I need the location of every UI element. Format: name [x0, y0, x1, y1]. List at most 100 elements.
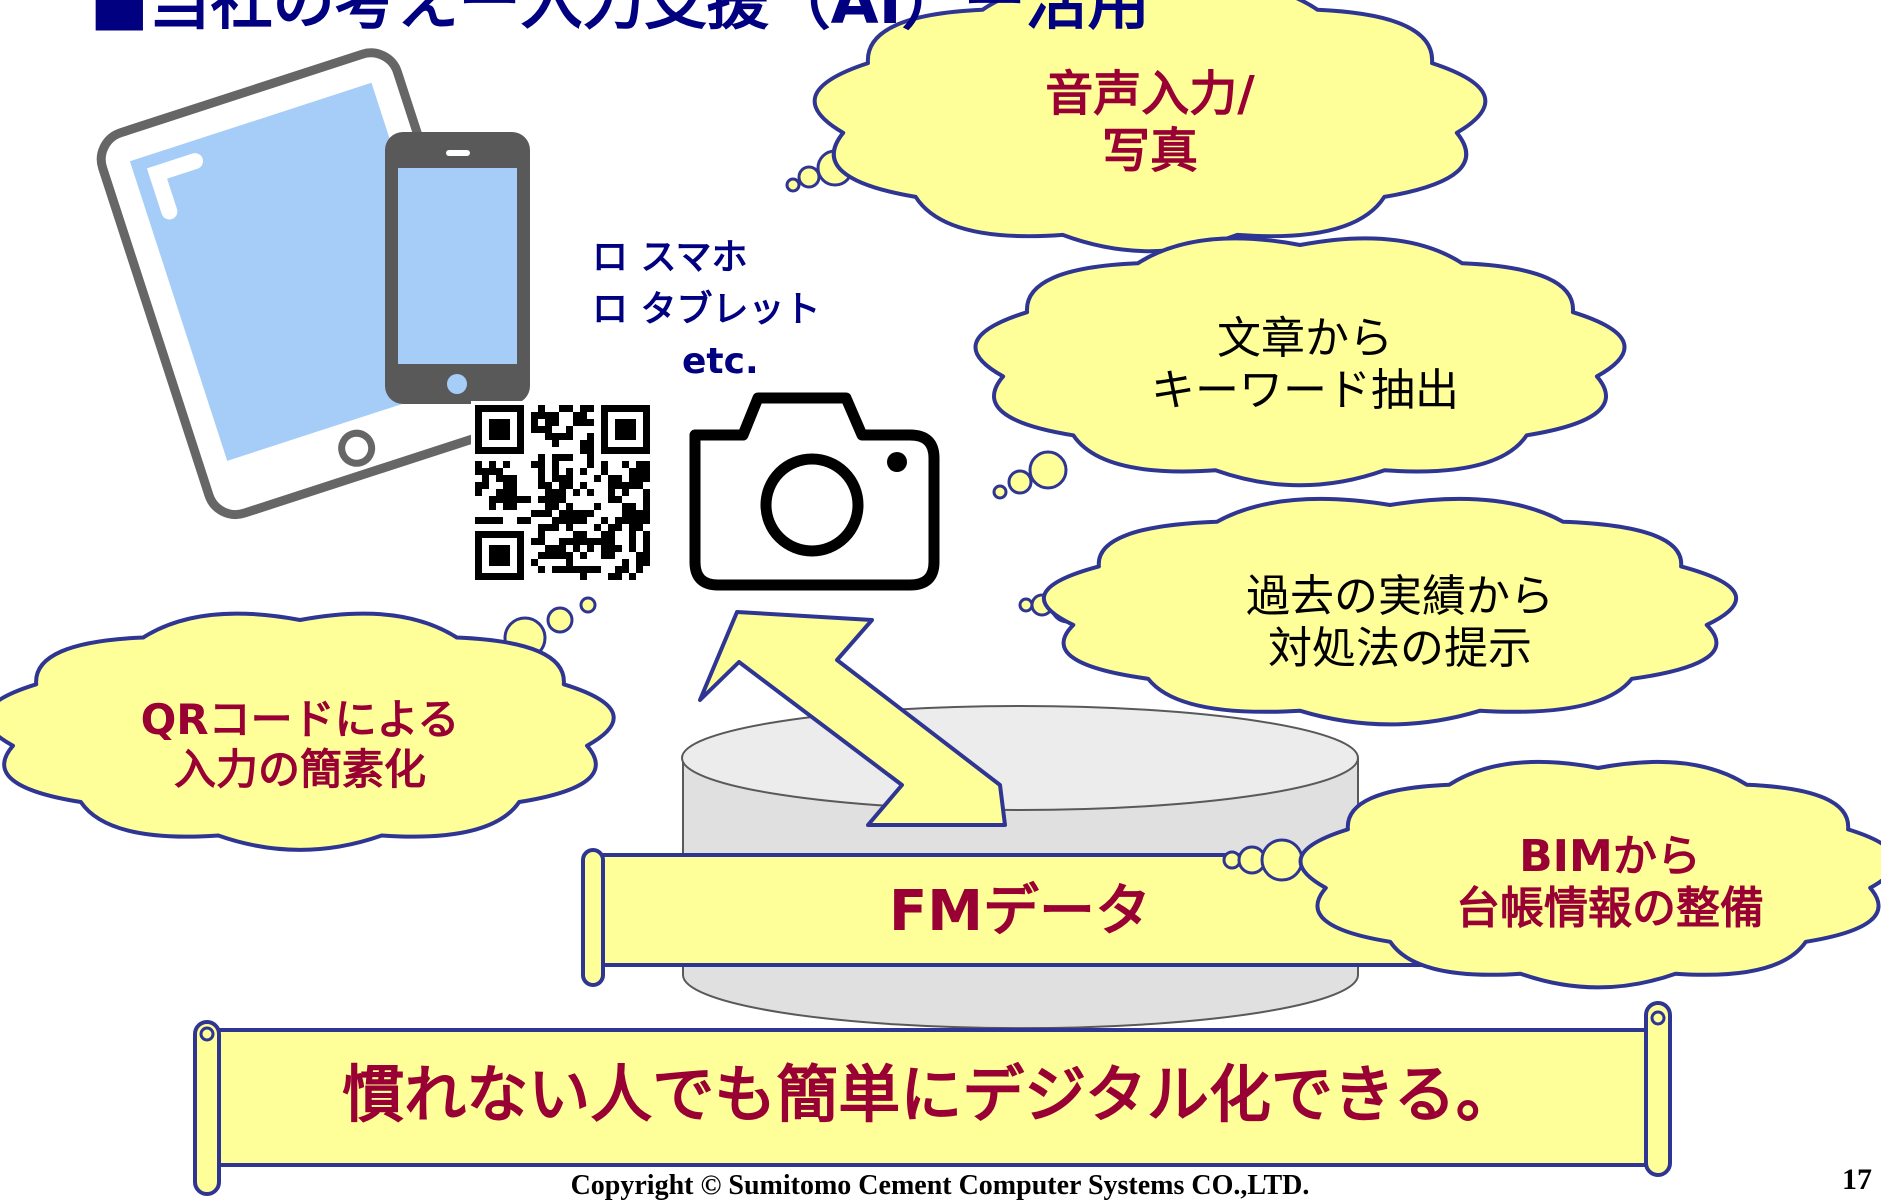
qr-module: [580, 573, 587, 580]
qr-module: [503, 482, 510, 489]
qr-module: [538, 496, 545, 503]
device-smartphone: ロ スマホ: [592, 237, 748, 278]
qr-module: [643, 545, 650, 552]
qr-module: [531, 412, 538, 419]
qr-module: [538, 405, 545, 412]
qr-module: [538, 531, 545, 538]
qr-module: [573, 566, 580, 573]
qr-module: [580, 566, 587, 573]
qr-module: [636, 510, 643, 517]
qr-module: [503, 461, 510, 468]
qr-module: [636, 552, 643, 559]
qr-module: [587, 440, 594, 447]
qr-module: [629, 482, 636, 489]
qr-module: [559, 454, 566, 461]
qr-module: [643, 503, 650, 510]
qr-module: [538, 510, 545, 517]
qr-module: [538, 426, 545, 433]
qr-module: [629, 545, 636, 552]
qr-module: [608, 482, 615, 489]
qr-module: [496, 496, 503, 503]
qr-module: [489, 419, 510, 440]
cloud-past-results: [1018, 496, 1739, 727]
qr-module: [580, 482, 587, 489]
cloud-bim: [1222, 759, 1881, 990]
slide-title: ■当社の考えー入力支援（AI）ー活用: [90, 0, 1150, 38]
qr-module: [503, 475, 510, 482]
qr-module: [643, 531, 650, 538]
qr-module: [489, 461, 496, 468]
qr-module: [510, 503, 517, 510]
qr-module: [601, 531, 608, 538]
cloud-past-results-text: 過去の実績から 対処法の提示: [1160, 558, 1640, 688]
qr-module: [559, 475, 566, 482]
qr-module: [573, 419, 580, 426]
qr-module: [622, 510, 629, 517]
qr-module: [629, 510, 636, 517]
page-number: 17: [1842, 1163, 1872, 1196]
qr-module: [552, 524, 559, 531]
fm-data-label: FMデータ: [889, 879, 1151, 944]
cloud-shape: [1041, 496, 1739, 727]
qr-module: [475, 461, 482, 468]
qr-module: [538, 482, 545, 489]
cloud-voice-photo-line-2: 写真: [1101, 123, 1198, 179]
qr-module: [587, 454, 594, 461]
qr-module: [531, 510, 538, 517]
cloud-voice-photo: [785, 0, 1488, 254]
qr-module: [566, 405, 573, 412]
qr-module: [608, 531, 615, 538]
qr-module: [552, 517, 559, 524]
qr-module: [566, 510, 573, 517]
qr-module: [629, 475, 636, 482]
qr-module: [587, 405, 594, 412]
qr-module: [489, 517, 496, 524]
qr-module: [601, 552, 608, 559]
qr-module: [566, 559, 573, 566]
qr-module: [580, 440, 587, 447]
qr-module: [552, 566, 559, 573]
qr-module: [573, 545, 580, 552]
qr-module: [629, 517, 636, 524]
qr-module: [538, 461, 545, 468]
qr-module: [538, 538, 545, 545]
qr-module: [580, 538, 587, 545]
qr-module: [622, 461, 629, 468]
qr-module: [622, 503, 629, 510]
qr-module: [601, 461, 608, 468]
qr-module: [643, 489, 650, 496]
qr-module: [615, 566, 622, 573]
qr-module: [622, 559, 629, 566]
qr-module: [580, 405, 587, 412]
qr-module: [531, 461, 538, 468]
qr-module: [643, 496, 650, 503]
qr-module: [580, 412, 587, 419]
qr-module: [643, 461, 650, 468]
qr-module: [608, 489, 615, 496]
qr-module: [545, 412, 552, 419]
cloud-past-results-line-1: 過去の実績から: [1246, 571, 1554, 623]
qr-module: [559, 538, 566, 545]
qr-module: [573, 531, 580, 538]
qr-module: [636, 524, 643, 531]
qr-module: [636, 482, 643, 489]
qr-module: [545, 426, 552, 433]
qr-module: [559, 552, 566, 559]
qr-module: [552, 419, 559, 426]
qr-module: [524, 496, 531, 503]
qr-module: [601, 468, 608, 475]
qr-module: [517, 517, 524, 524]
qr-module: [552, 545, 559, 552]
qr-module: [615, 419, 636, 440]
qr-module: [531, 426, 538, 433]
qr-module: [643, 517, 650, 524]
qr-module: [622, 489, 629, 496]
qr-module: [489, 503, 496, 510]
qr-module: [545, 489, 552, 496]
qr-module: [538, 412, 545, 419]
qr-module: [573, 510, 580, 517]
qr-module: [510, 482, 517, 489]
qr-module: [496, 468, 503, 475]
qr-module: [573, 489, 580, 496]
qr-module: [475, 482, 482, 489]
